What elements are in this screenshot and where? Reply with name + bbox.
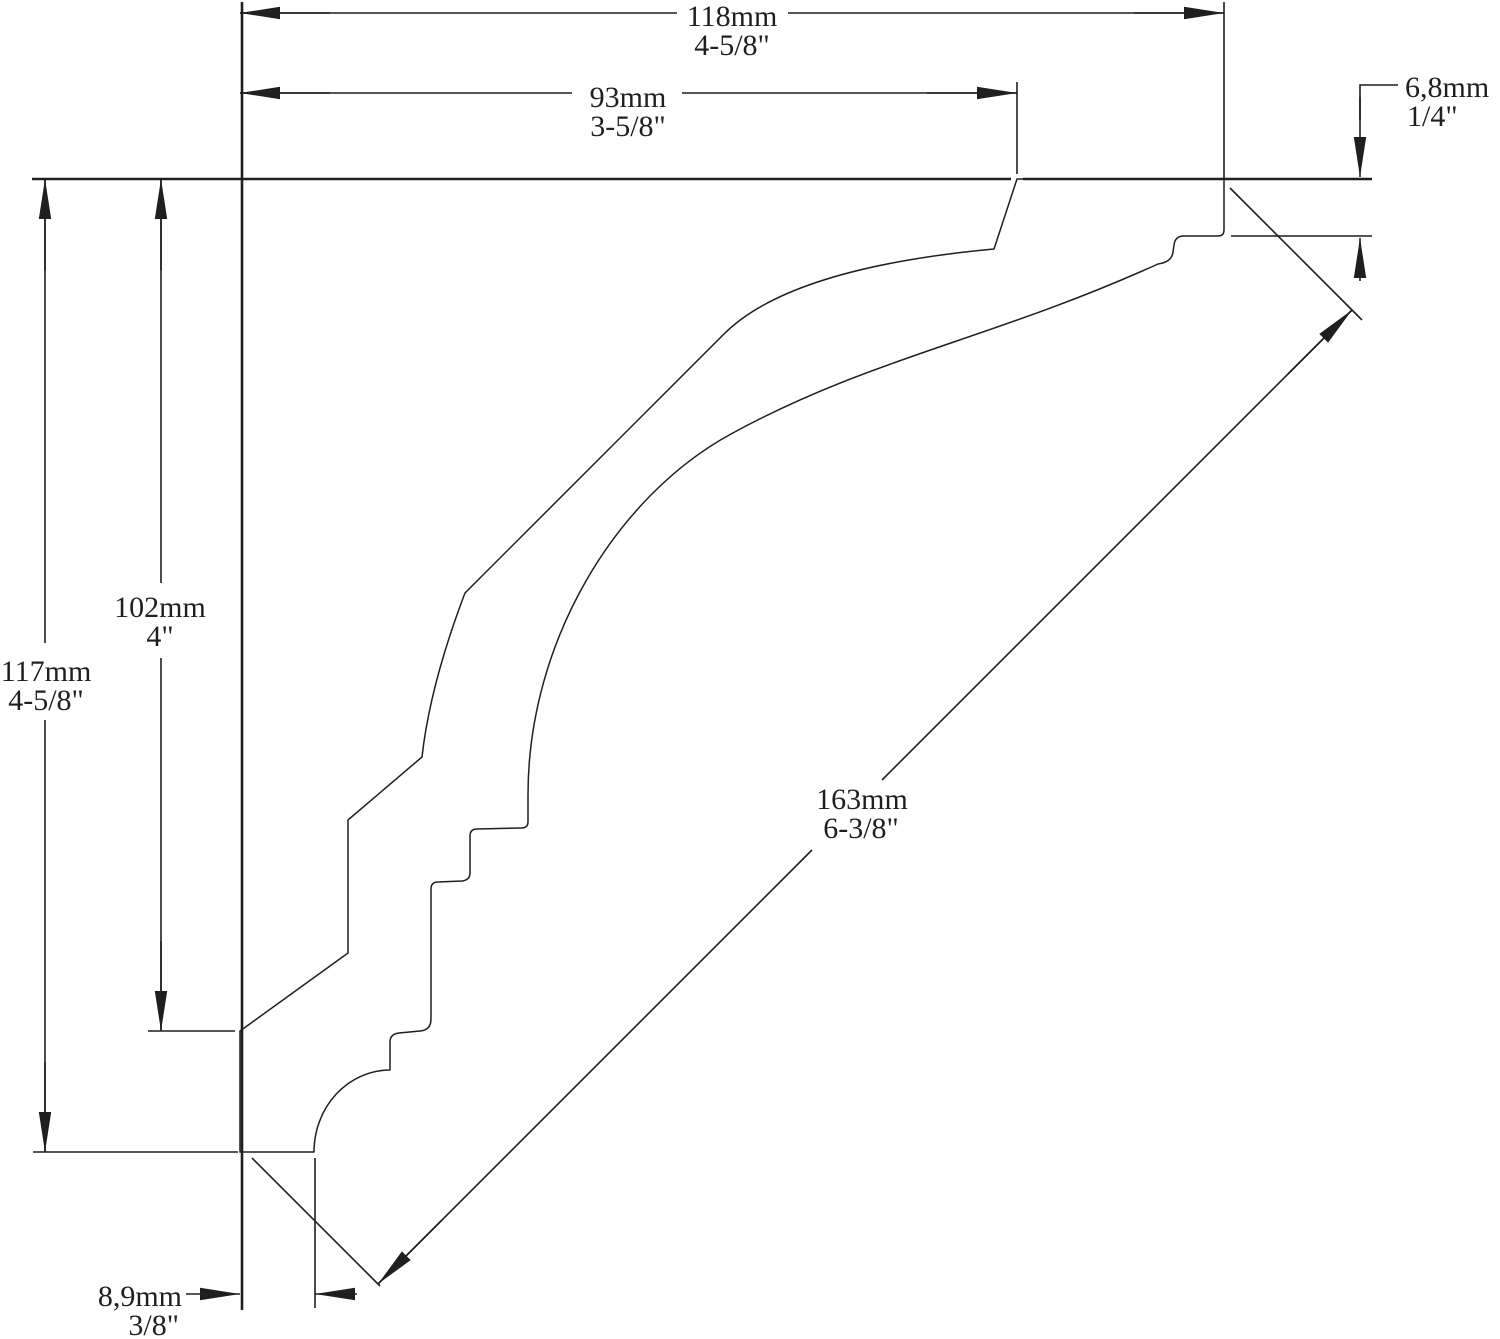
- label-102mm-metric: 102mm: [114, 591, 206, 624]
- extension-lines: [33, 2, 1372, 1308]
- dimension-lines: [38, 6, 1398, 1301]
- label-163mm-imperial: 6-3/8": [823, 812, 899, 845]
- label-117mm-metric: 117mm: [1, 655, 92, 688]
- extension-163-top-diagonal: [1229, 187, 1363, 321]
- label-93mm-metric: 93mm: [590, 81, 667, 114]
- label-68mm-imperial: 1/4": [1407, 100, 1458, 133]
- label-102mm-imperial: 4": [146, 620, 173, 653]
- dim-arrow-163-bottom: [377, 1219, 443, 1285]
- label-68mm-metric: 6,8mm: [1405, 71, 1489, 104]
- dim-line-163-upper-segment: [881, 309, 1353, 781]
- label-93mm-imperial: 3-5/8": [590, 110, 666, 143]
- dim-leader-68: [1359, 84, 1398, 120]
- dim-arrow-163-top: [1287, 309, 1353, 375]
- molding-profile-outline: [239, 178, 1225, 1153]
- label-163mm-metric: 163mm: [816, 783, 908, 816]
- label-117mm-imperial: 4-5/8": [8, 684, 84, 717]
- reference-lines: [32, 2, 1372, 1310]
- dim-line-163-lower-segment: [377, 849, 813, 1285]
- label-89mm-imperial: 3/8": [128, 1309, 179, 1339]
- label-89mm-metric: 8,9mm: [98, 1280, 182, 1313]
- label-118mm-imperial: 4-5/8": [694, 29, 770, 62]
- label-118mm-metric: 118mm: [687, 0, 778, 33]
- extension-163-bottom-diagonal: [251, 1157, 381, 1287]
